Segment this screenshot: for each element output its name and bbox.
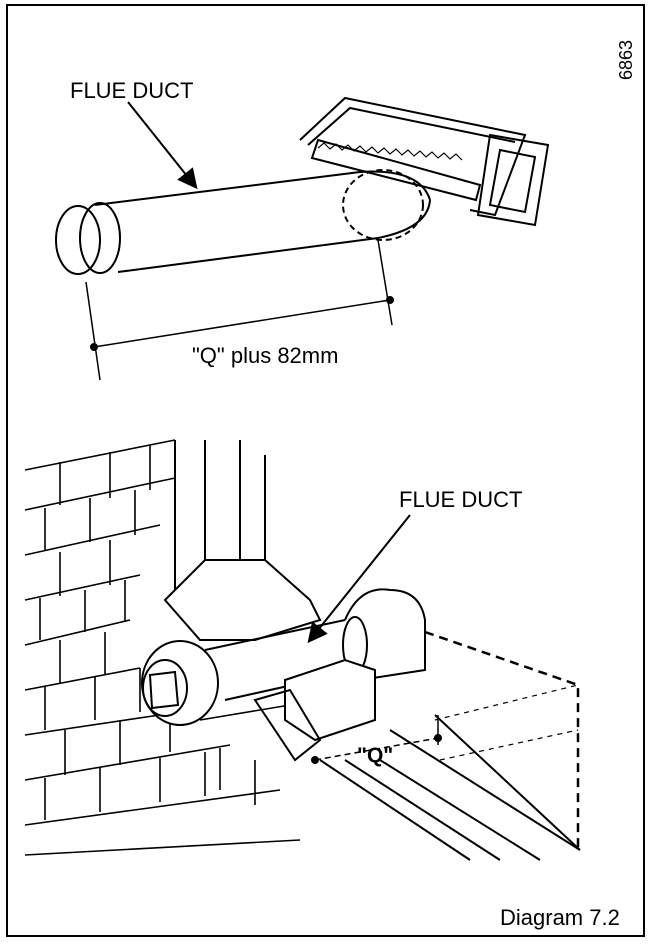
vertical-duct (174, 440, 266, 610)
brick-wall (24, 439, 301, 856)
flue-duct-body (94, 171, 379, 273)
cut-line-circle (342, 169, 424, 241)
flue-duct-label-top: FLUE DUCT (70, 78, 194, 103)
diagram-caption: Diagram 7.2 (500, 905, 620, 930)
dimension-extension-left (85, 281, 101, 381)
flue-elbow (344, 588, 426, 681)
hacksaw-blade (310, 138, 482, 202)
duct-end-collar (79, 202, 121, 274)
flue-duct-label-bottom: FLUE DUCT (399, 487, 523, 512)
flue-duct-leader-top (127, 101, 198, 190)
q-dimension-line (314, 737, 439, 761)
dimension-line (93, 299, 391, 348)
flue-duct-leader-bottom (307, 514, 411, 644)
reference-number: 6863 (616, 39, 636, 80)
hacksaw-frame (299, 96, 527, 217)
boiler-outline (424, 630, 580, 850)
dimension-extension-right (377, 239, 393, 326)
flue-duct-cut-illustration (55, 96, 550, 381)
flue-terminal (141, 640, 219, 726)
diagram-frame (6, 4, 645, 937)
q-dimension-label: "Q" (357, 744, 394, 767)
hacksaw-handle (476, 133, 550, 227)
wall-installation-illustration (24, 439, 581, 861)
q-plus-82mm-label: "Q" plus 82mm (192, 343, 339, 368)
support-block (284, 658, 376, 742)
duct-end-cap (55, 205, 101, 275)
floor-lines (319, 714, 581, 861)
